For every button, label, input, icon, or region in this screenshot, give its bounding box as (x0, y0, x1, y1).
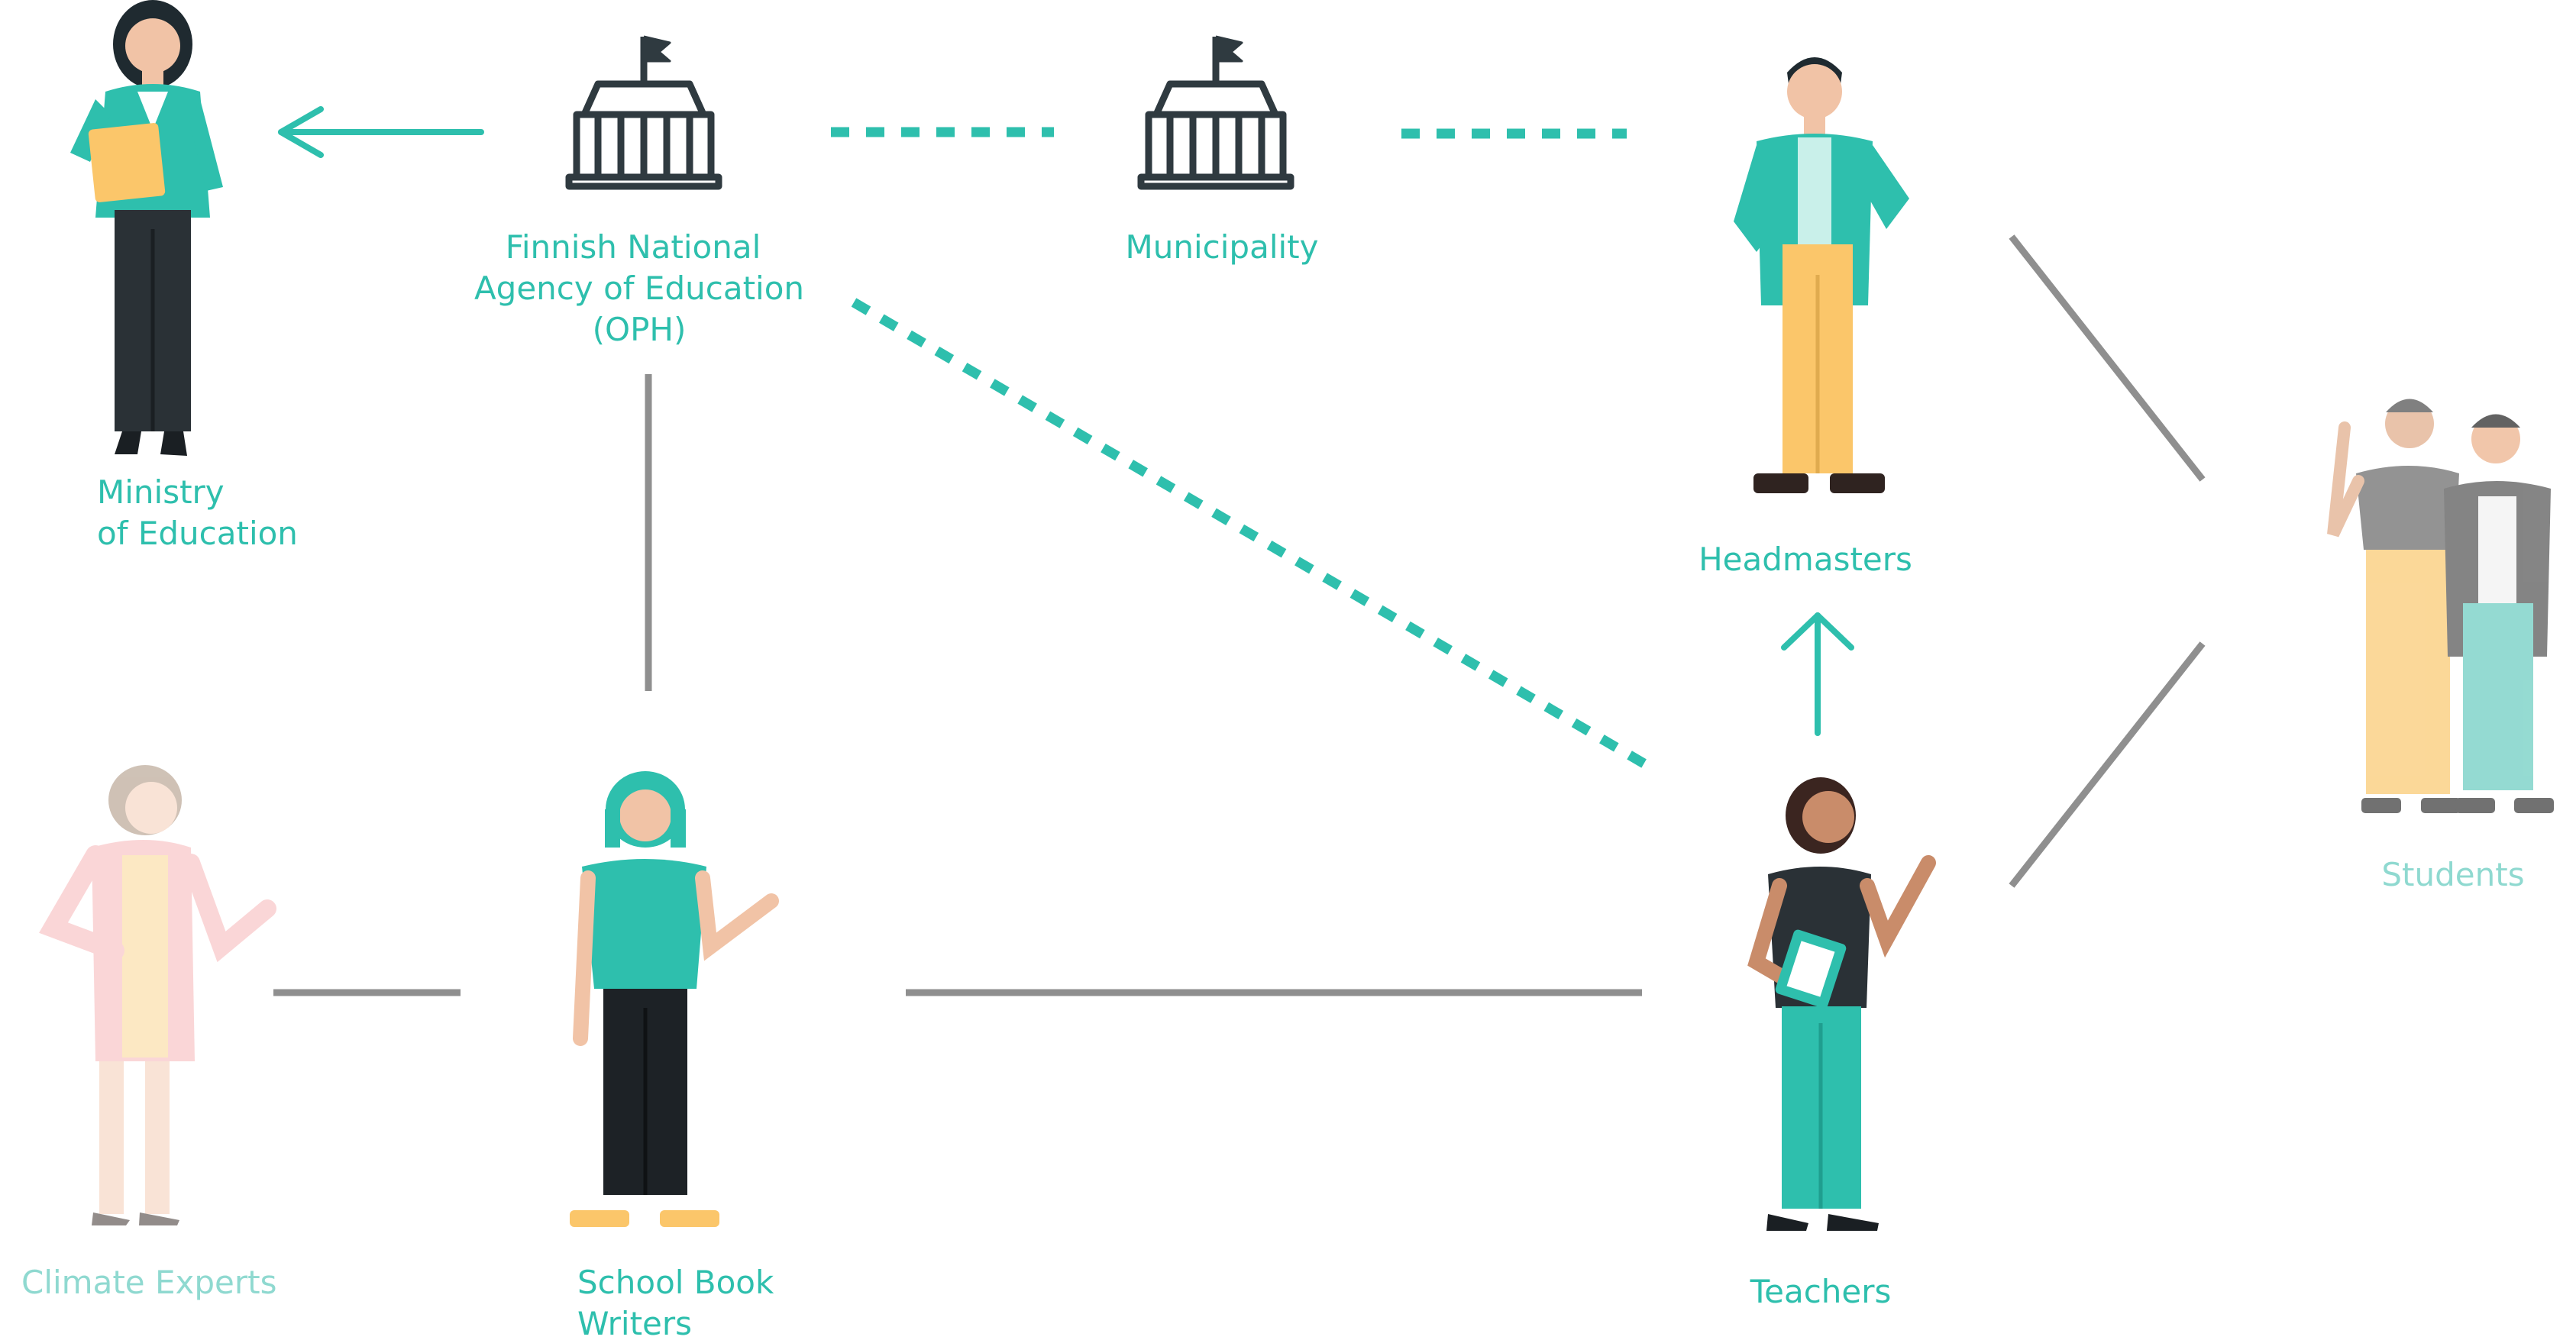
writers-label-line1: School Book (577, 1264, 774, 1301)
climate-experts-label: Climate Experts (21, 1264, 276, 1301)
headmaster-person-figure (1734, 57, 1909, 493)
climate-expert-figure (39, 765, 276, 1225)
headmasters-label: Headmasters (1698, 541, 1912, 578)
government-building-icon (565, 35, 722, 190)
government-building-icon (1137, 35, 1294, 190)
oph-label-line3: (OPH) (593, 311, 687, 348)
oph-label-line2: Agency of Education (474, 270, 804, 307)
arrow-left-icon (278, 106, 484, 158)
students-label: Students (2381, 856, 2524, 893)
ministry-person-figure (70, 0, 223, 456)
ministry-label-line2: of Education (97, 515, 298, 552)
teachers-label: Teachers (1750, 1273, 1892, 1310)
arrow-up-icon (1781, 612, 1854, 736)
writers-label-line2: Writers (577, 1305, 692, 1340)
municipality-label: Municipality (1126, 228, 1319, 266)
students-figure (2327, 399, 2554, 813)
connectors (273, 106, 2206, 996)
connector-teachers-students (2009, 641, 2206, 888)
dotted-connector-oph-teachers (851, 298, 1650, 770)
teacher-figure (1747, 777, 1936, 1231)
ministry-label-line1: Ministry (97, 473, 225, 511)
oph-label-line1: Finnish National (506, 228, 761, 266)
school-book-writer-figure (570, 771, 779, 1227)
node-labels: Ministry of Education Finnish National A… (21, 228, 2525, 1340)
connector-headmasters-students (2009, 234, 2206, 482)
